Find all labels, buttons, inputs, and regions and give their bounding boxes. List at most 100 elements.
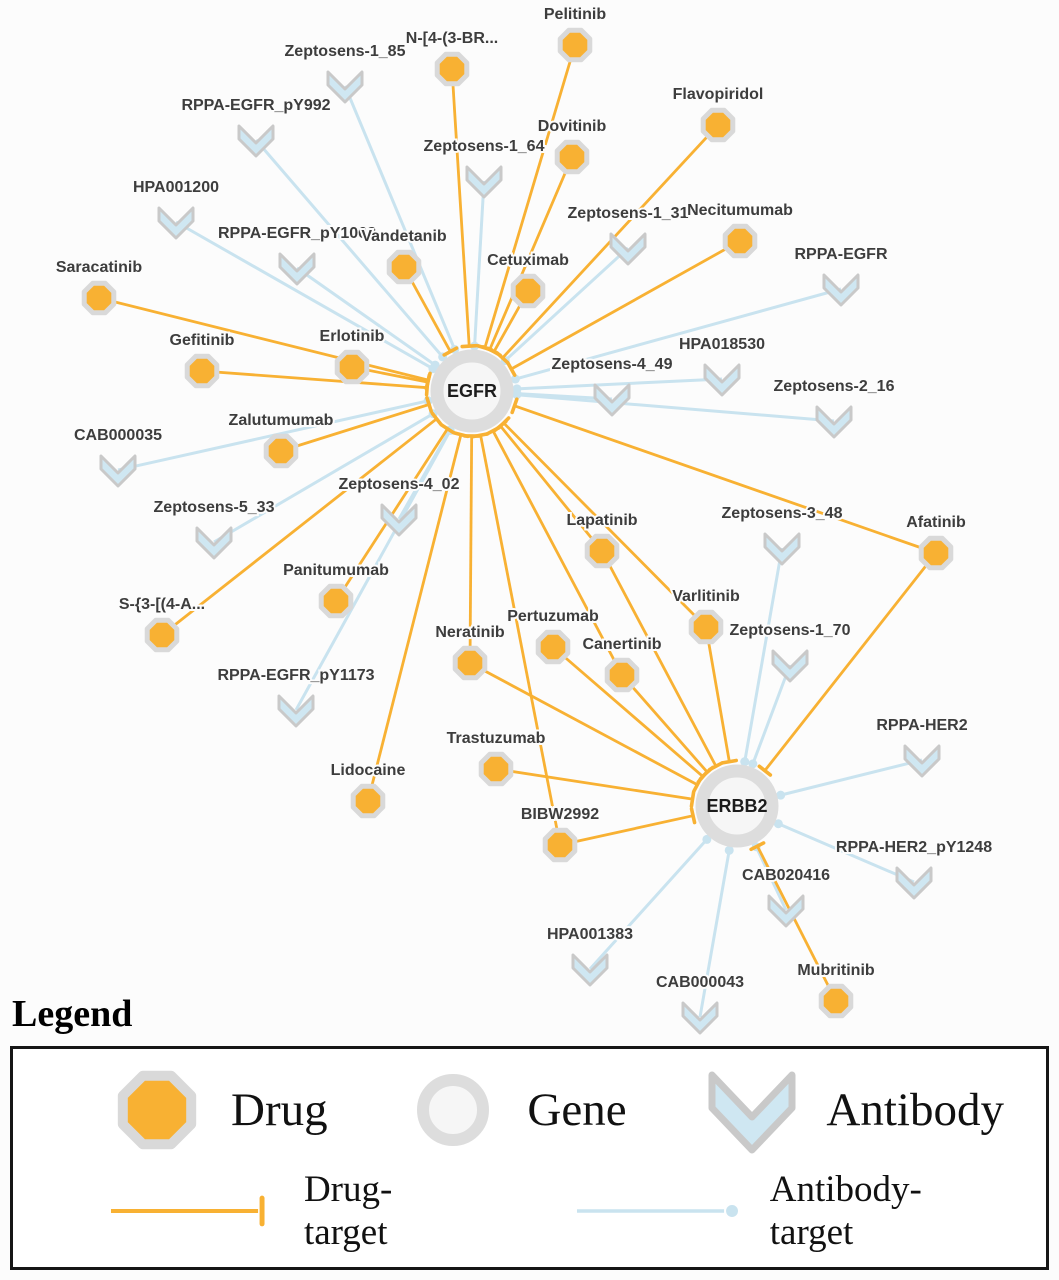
drug-label: Pertuzumab <box>507 608 599 625</box>
drug-node[interactable]: N-[4-(3-BR... <box>404 28 500 87</box>
antibody-target-edge <box>743 547 784 762</box>
drug-node[interactable]: Afatinib <box>904 512 968 571</box>
antibody-node[interactable]: HPA018530 <box>677 334 767 397</box>
drug-node[interactable]: BIBW2992 <box>519 804 601 863</box>
drug-label: Gefitinib <box>170 332 235 349</box>
antibody-node[interactable]: RPPA-EGFR_pY1068 <box>216 223 378 286</box>
antibody-node[interactable]: Zeptosens-1_64 <box>422 136 547 199</box>
antibody-node[interactable]: CAB000043 <box>654 972 746 1035</box>
antibody-node[interactable]: Zeptosens-5_33 <box>152 497 277 560</box>
drug-label: Mubritinib <box>797 962 875 979</box>
antibody-node[interactable]: RPPA-HER2_pY1248 <box>834 837 994 900</box>
drug-edge-tee <box>452 431 470 439</box>
antibody-target-edge <box>175 220 434 370</box>
drug-label: Saracatinib <box>56 259 142 276</box>
drug-node[interactable]: Cetuximab <box>485 250 571 309</box>
drug-octagon-icon <box>117 1071 197 1150</box>
drug-node[interactable]: Zalutumumab <box>227 410 336 469</box>
drug-label: S-{3-[(4-A... <box>119 596 205 613</box>
legend-node-row: Drug Gene Antibody <box>13 1062 1046 1158</box>
drug-octagon <box>81 280 117 316</box>
antibody-node[interactable]: CAB000035 <box>72 425 164 488</box>
drug-target-edge <box>763 552 938 772</box>
antibody-label: HPA001383 <box>547 926 633 943</box>
gene-node[interactable]: EGFR <box>430 349 514 433</box>
drug-label: Lapatinib <box>566 512 637 529</box>
gene-node[interactable]: ERBB2 <box>695 764 779 848</box>
antibody-edge-dot <box>510 374 520 384</box>
drug-label: Lidocaine <box>331 762 406 779</box>
nodes: EGFR ERBB2 Zeptosens-1_85RPPA-EGFR_pY992HP… <box>54 4 994 1035</box>
drug-edge-tee <box>700 765 715 779</box>
antibody-chevron <box>903 744 941 778</box>
drug-edge-tee <box>757 764 773 777</box>
antibody-target-edge <box>213 412 434 544</box>
drug-node[interactable]: Panitumumab <box>281 560 391 619</box>
antibody-chevron <box>195 526 233 560</box>
antibody-node[interactable]: Zeptosens-4_02 <box>337 474 462 537</box>
antibody-node[interactable]: Zeptosens-1_85 <box>283 41 408 104</box>
drug-node[interactable]: Pertuzumab <box>505 606 601 665</box>
drug-node[interactable]: Pelitinib <box>542 4 608 63</box>
antibody-target-edge <box>254 139 444 358</box>
drug-octagon <box>557 27 593 63</box>
antibody-edge-dot <box>702 834 712 844</box>
antibody-node[interactable]: Zeptosens-1_31 <box>566 203 691 266</box>
antibody-node[interactable]: HPA001200 <box>131 177 221 240</box>
antibody-node[interactable]: Zeptosens-1_70 <box>728 620 853 683</box>
drug-node[interactable]: S-{3-[(4-A... <box>117 594 207 653</box>
drug-edge-tee <box>425 396 433 413</box>
antibody-target-edge <box>516 393 835 423</box>
drug-node[interactable]: Canertinib <box>580 634 664 693</box>
drug-target-edge <box>552 645 704 778</box>
antibody-label: Zeptosens-1_85 <box>285 43 406 60</box>
drug-edge-tee <box>749 841 766 852</box>
drug-target-edge <box>756 845 838 1002</box>
antibody-node[interactable]: RPPA-EGFR_pY1173 <box>215 665 377 728</box>
antibody-node[interactable]: RPPA-EGFR <box>792 244 890 307</box>
drug-node[interactable]: Mubritinib <box>795 960 877 1019</box>
legend-item-drug-target: Drug-target <box>109 1168 475 1254</box>
drug-node[interactable]: Varlitinib <box>670 586 742 645</box>
drug-octagon <box>263 433 299 469</box>
antibody-node[interactable]: Zeptosens-2_16 <box>772 376 897 439</box>
drug-octagon <box>554 139 590 175</box>
drug-octagon <box>318 583 354 619</box>
antibody-label: CAB000035 <box>74 427 162 444</box>
antibody-node[interactable]: Zeptosens-4_49 <box>550 354 675 417</box>
drug-node[interactable]: Dovitinib <box>536 116 608 175</box>
antibody-edge-dot <box>512 390 522 400</box>
drug-node[interactable]: Lidocaine <box>329 760 407 819</box>
drug-target-edge <box>514 404 937 555</box>
drug-node[interactable]: Erlotinib <box>318 326 387 385</box>
drug-node[interactable]: Neratinib <box>433 622 507 681</box>
drug-node[interactable]: Flavopiridol <box>671 84 765 143</box>
antibody-node[interactable]: RPPA-HER2 <box>874 715 970 778</box>
legend-item-antibody-target: Antibody-target <box>575 1168 1004 1254</box>
antibody-label: Zeptosens-4_49 <box>552 356 673 373</box>
drug-node[interactable]: Trastuzumab <box>445 728 548 787</box>
antibody-label: Zeptosens-1_70 <box>730 622 851 639</box>
antibody-target-edge <box>780 758 923 797</box>
antibody-node[interactable]: RPPA-EGFR_pY992 <box>179 95 333 158</box>
antibody-label: RPPA-HER2_pY1248 <box>836 839 992 856</box>
antibody-node[interactable]: HPA001383 <box>545 924 635 987</box>
antibody-edge-dot <box>776 790 786 800</box>
drug-edge-tee <box>510 397 519 415</box>
antibody-chevron <box>99 454 137 488</box>
drug-target-edge <box>161 417 438 637</box>
drug-target-edge <box>559 814 694 847</box>
drug-node[interactable]: Gefitinib <box>168 330 237 389</box>
drug-node[interactable]: Saracatinib <box>54 257 144 316</box>
antibody-node[interactable]: CAB020416 <box>740 865 832 928</box>
antibody-target-edge <box>516 377 723 391</box>
antibody-edge-dot <box>724 845 734 855</box>
drug-target-edge <box>491 430 624 676</box>
drug-node[interactable]: Necitumumab <box>685 200 795 259</box>
antibody-target-edge <box>296 266 437 367</box>
antibody-node[interactable]: Zeptosens-3_48 <box>720 503 845 566</box>
drug-node[interactable]: Vandetanib <box>359 226 449 285</box>
drug-node[interactable]: Lapatinib <box>564 510 640 569</box>
antibody-target-edge <box>754 846 788 911</box>
